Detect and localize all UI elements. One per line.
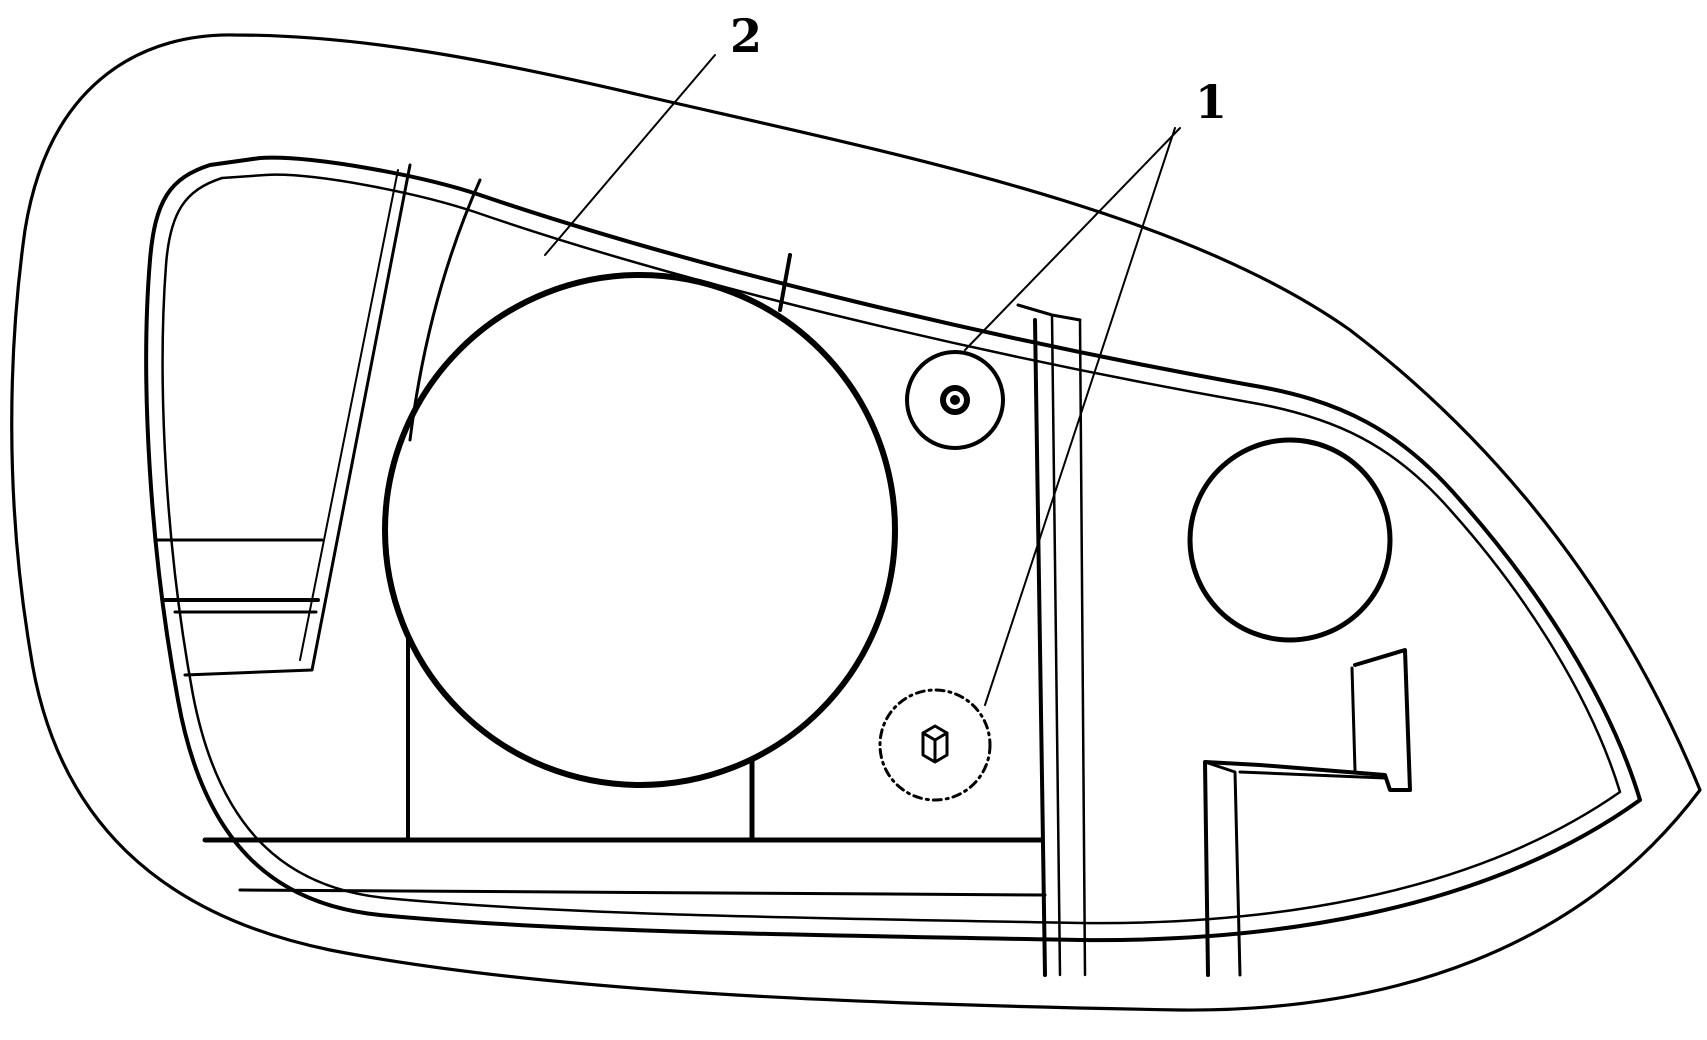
leader-line-2 <box>545 55 715 255</box>
hidden-boss-cube-icon <box>923 726 947 762</box>
right-bracket-inner <box>1205 668 1385 975</box>
part-label-1: 1 <box>1195 75 1227 129</box>
large-circular-opening <box>385 275 895 785</box>
divider-wall-left <box>1035 320 1045 975</box>
left-pocket-inner <box>300 170 398 660</box>
mounting-boss-center <box>950 395 960 405</box>
leader-line-1a <box>965 128 1180 350</box>
part-label-2: 2 <box>730 9 762 63</box>
divider-wall-cap <box>1018 305 1080 320</box>
divider-wall-mid <box>1052 315 1060 975</box>
small-circular-opening <box>1190 440 1390 640</box>
divider-wall-right <box>1080 320 1085 975</box>
leader-line-1b <box>985 128 1175 705</box>
outer-shell-outline <box>12 35 1700 1010</box>
